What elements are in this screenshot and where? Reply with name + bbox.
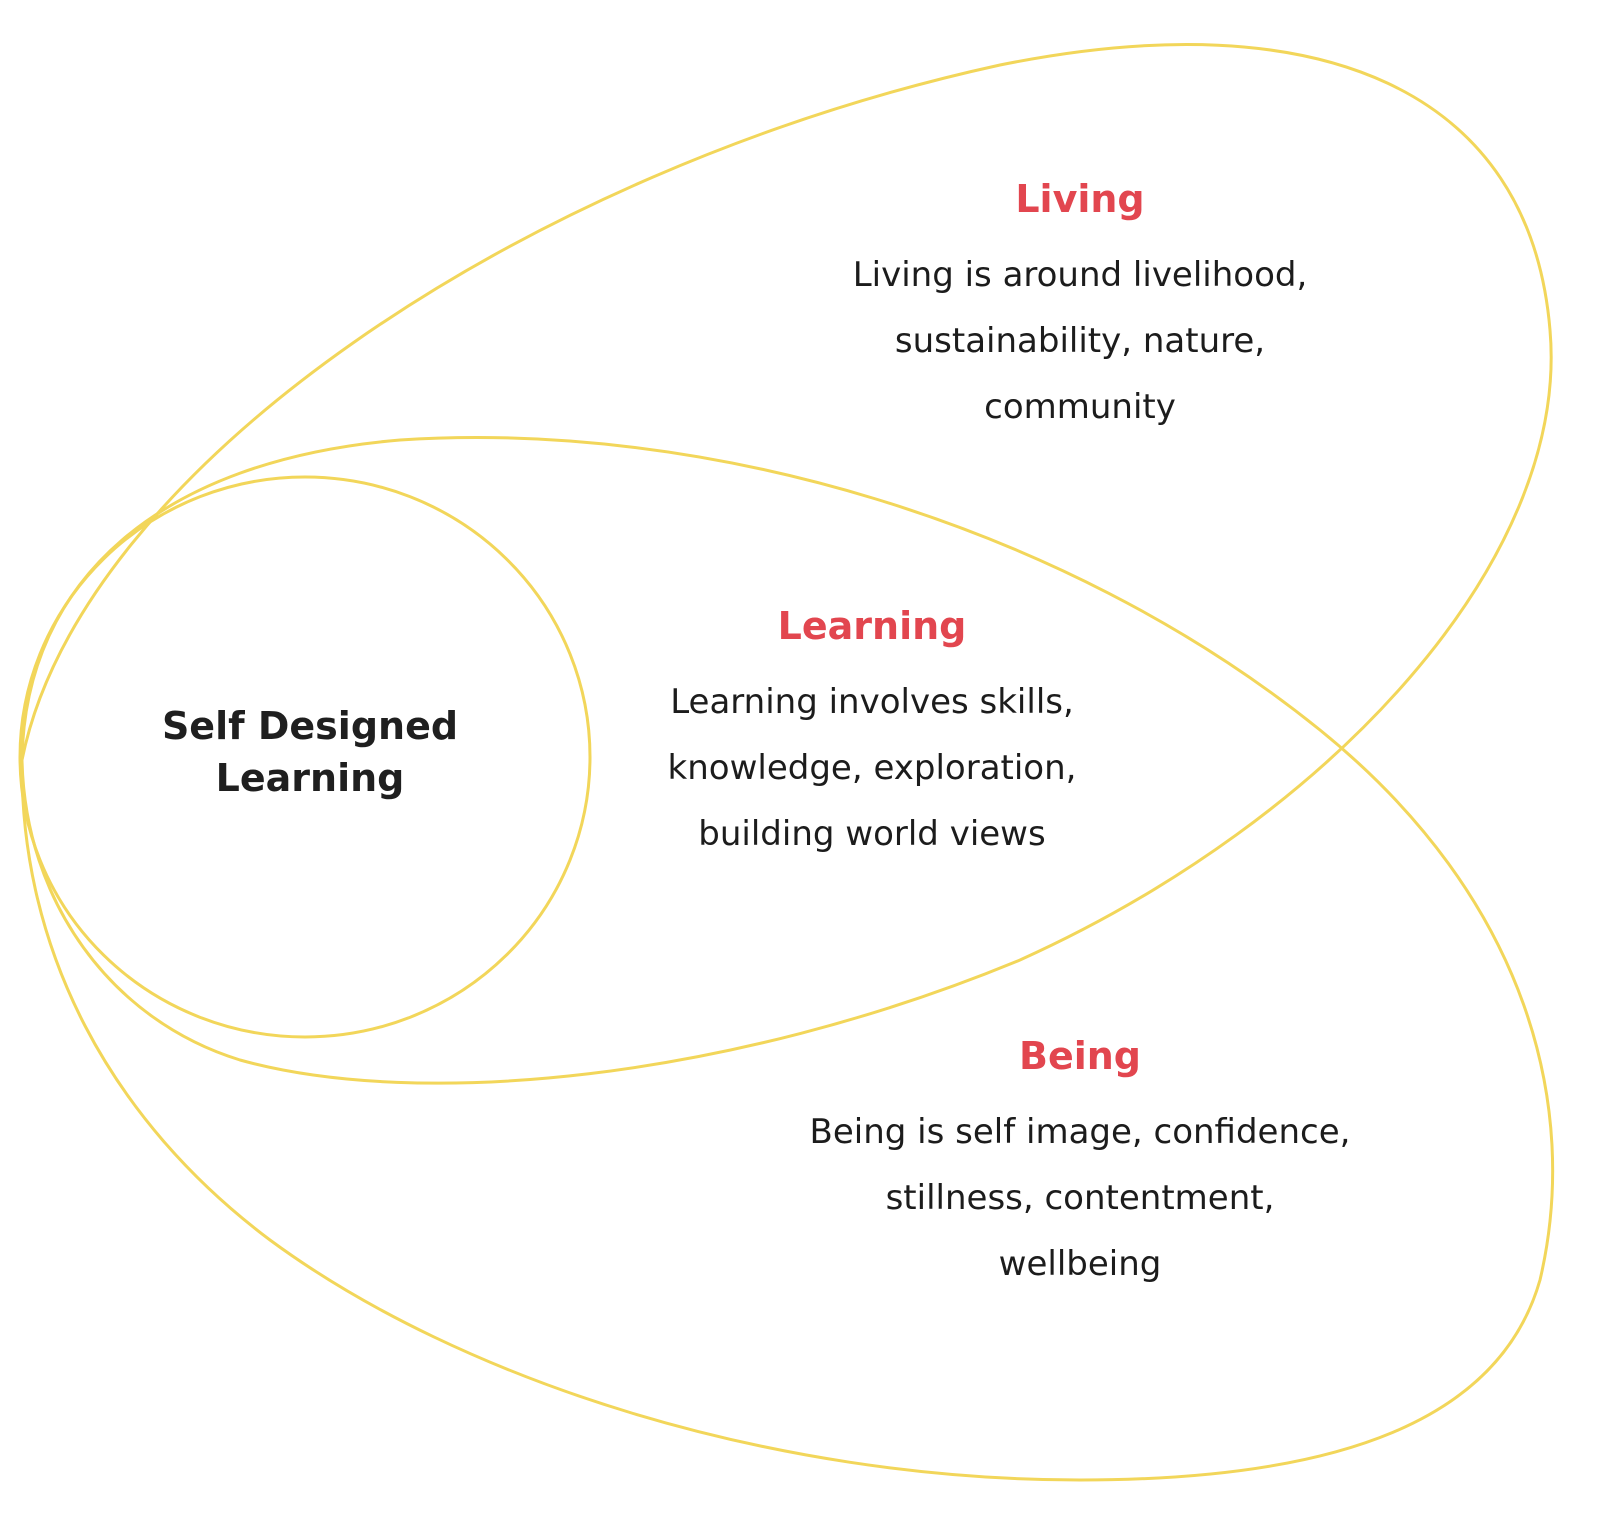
being-description: Being is self image, confidence, stillne… (780, 1099, 1380, 1297)
being-section: Being Being is self image, confidence, s… (780, 1033, 1380, 1297)
living-description-line: community (984, 387, 1176, 427)
core-circle (18, 475, 592, 1039)
being-description-line: Being is self image, confidence, (809, 1112, 1351, 1152)
learning-description-line: knowledge, exploration, (667, 748, 1077, 788)
living-description-line: Living is around livelihood, (852, 255, 1308, 295)
being-description-line: stillness, contentment, (885, 1178, 1275, 1218)
being-ellipse (20, 436, 1555, 1482)
being-title: Being (1018, 1034, 1141, 1078)
core-label-line-2: Learning (215, 756, 405, 800)
learning-section: Learning Learning involves skills, knowl… (572, 603, 1172, 867)
learning-description: Learning involves skills, knowledge, exp… (572, 669, 1172, 867)
learning-description-line: Learning involves skills, (670, 682, 1074, 722)
learning-description-line: building world views (698, 814, 1046, 854)
living-title: Living (1015, 177, 1145, 221)
learning-title: Learning (777, 604, 967, 648)
being-description-line: wellbeing (998, 1244, 1162, 1284)
living-ellipse (20, 43, 1553, 1085)
core-label-line-1: Self Designed (161, 704, 459, 748)
living-description: Living is around livelihood, sustainabil… (780, 242, 1380, 440)
core-label: Self Designed Learning (100, 700, 520, 804)
living-description-line: sustainability, nature, (894, 321, 1266, 361)
living-section: Living Living is around livelihood, sust… (780, 176, 1380, 440)
